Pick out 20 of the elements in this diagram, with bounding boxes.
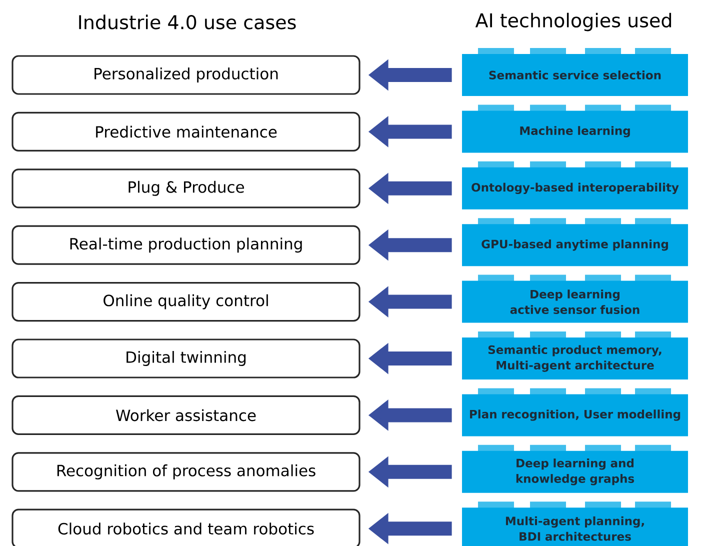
column-heading: Industrie 4.0 use cases xyxy=(79,14,296,30)
use-case-box: Recognition of process anomalies xyxy=(12,452,360,492)
technology-brick: Plan recognition, User modelling xyxy=(462,388,688,436)
use-case-box: Plug & Produce xyxy=(12,168,360,208)
technology-brick: Machine learning xyxy=(462,104,688,153)
technology-brick: Ontology-based interoperability xyxy=(462,161,688,210)
use-case-box: Personalized production xyxy=(12,55,360,95)
technology-brick: Multi-agent planning, BDI architectures xyxy=(462,502,688,546)
use-case-box: Real-time production planning xyxy=(12,225,360,265)
technology-brick: Deep learning and knowledge graphs xyxy=(462,444,688,493)
use-case-box: Cloud robotics and team robotics xyxy=(12,508,360,546)
column-heading: AI technologies used xyxy=(475,12,672,32)
use-case-box: Predictive maintenance xyxy=(12,112,360,152)
technology-brick: Semantic product memory, Multi-agent architecture xyxy=(462,332,688,380)
use-case-box: Digital twinning xyxy=(12,338,360,378)
use-case-box: Worker assistance xyxy=(12,395,360,435)
technology-brick: Semantic service selection xyxy=(462,48,688,96)
technology-brick: Deep learning active sensor fusion xyxy=(462,274,688,323)
use-case-box: Online quality control xyxy=(12,282,360,322)
technology-brick: GPU-based anytime planning xyxy=(462,218,688,266)
